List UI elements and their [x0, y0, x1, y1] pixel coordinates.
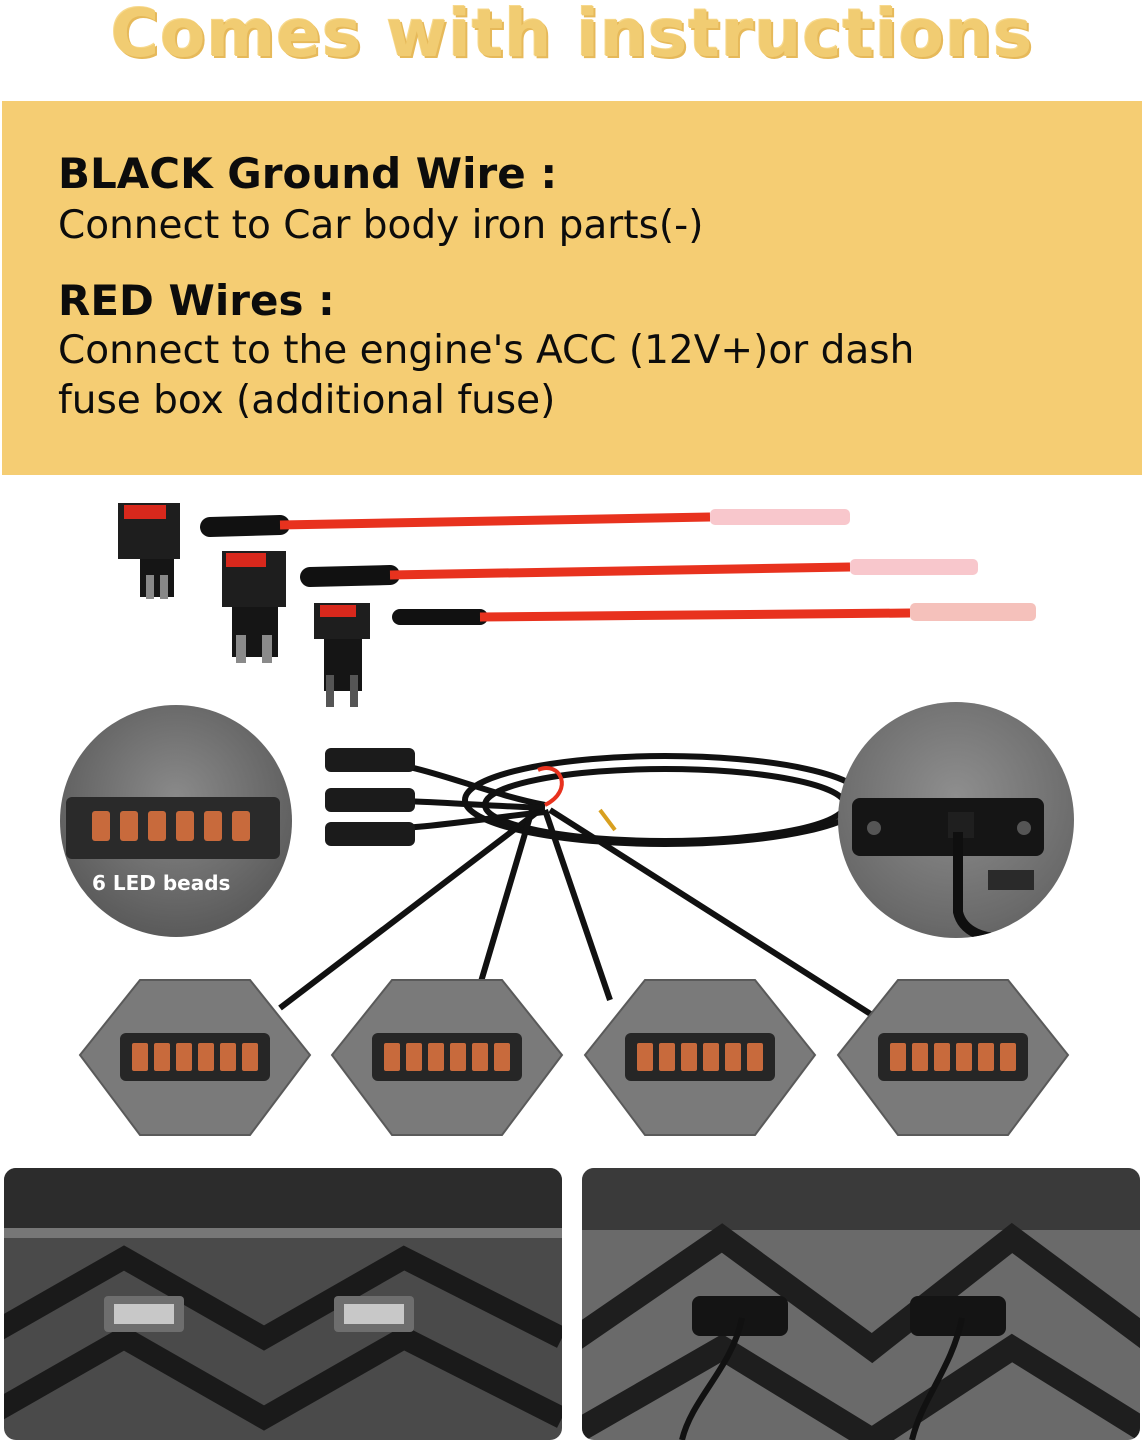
- red-wire-text-line1: Connect to the engine's ACC (12V+)or das…: [58, 328, 915, 373]
- led-light-1: [79, 979, 311, 1136]
- led-beads-label: 6 LED beads: [92, 871, 231, 895]
- led-lights-row: [79, 979, 1069, 1136]
- red-wire-text-line2: fuse box (additional fuse): [58, 378, 556, 423]
- installed-back-photo: [582, 1168, 1140, 1440]
- fuse-tap-2: [222, 551, 978, 663]
- fuse-tap-wires-image: [118, 503, 1036, 707]
- led-beads-callout: 6 LED beads: [60, 705, 292, 937]
- fuse-tap-3: [314, 603, 1036, 707]
- headline: Comes with instructions: [110, 0, 1034, 72]
- instructions-panel: BLACK Ground Wire : Connect to Car body …: [2, 101, 1142, 475]
- fuse-tap-1: [118, 503, 850, 599]
- black-wire-heading: BLACK Ground Wire :: [58, 149, 558, 198]
- led-light-3: [584, 979, 816, 1136]
- led-light-4: [837, 979, 1069, 1136]
- black-wire-text: Connect to Car body iron parts(-): [58, 203, 704, 248]
- installed-front-photo: [4, 1168, 562, 1440]
- light-back-view-callout: [838, 702, 1074, 938]
- led-light-2: [331, 979, 563, 1136]
- red-wire-heading: RED Wires :: [58, 276, 335, 325]
